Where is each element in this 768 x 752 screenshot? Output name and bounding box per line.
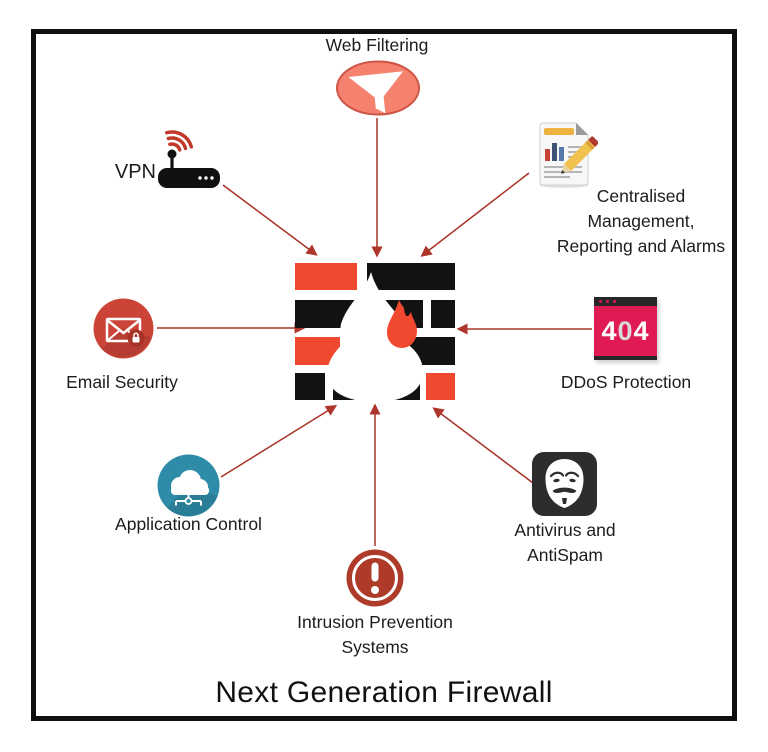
envelope-lock-icon bbox=[93, 298, 154, 359]
arrow-antivirus-antispam bbox=[432, 407, 534, 484]
pencil-icon bbox=[561, 136, 598, 174]
alert-exclamation-icon bbox=[346, 549, 404, 607]
flame bbox=[327, 272, 423, 402]
ddos-protection-label: DDoS Protection bbox=[560, 372, 692, 392]
cloud-network-icon bbox=[157, 454, 220, 517]
arrow-vpn bbox=[222, 184, 318, 256]
router-wifi-icon bbox=[158, 130, 220, 188]
anonymous-mask-icon bbox=[532, 452, 597, 516]
funnel-icon bbox=[336, 60, 420, 116]
centralised-management-label: Centralised Management, Reporting and Al… bbox=[556, 186, 726, 256]
wifi-signal-icon bbox=[165, 130, 194, 152]
intrusion-prevention-label: Intrusion Prevention Systems bbox=[297, 612, 453, 657]
inner-flame bbox=[387, 300, 417, 348]
antivirus-antispam-label: Antivirus and AntiSpam bbox=[514, 520, 616, 565]
web-filtering-label: Web Filtering bbox=[325, 35, 429, 55]
report-pencil-icon bbox=[539, 122, 598, 188]
window-statusbar bbox=[594, 356, 657, 360]
page-title: Next Generation Firewall bbox=[215, 676, 553, 709]
error-404-window-icon: 4 0 4 bbox=[594, 297, 657, 360]
vpn-label: VPN bbox=[114, 161, 156, 183]
window-dot bbox=[613, 300, 616, 303]
arrow-application-control bbox=[220, 404, 338, 478]
firewall-brick-flame-icon bbox=[295, 263, 455, 402]
error-404-text: 4 0 4 bbox=[594, 306, 657, 356]
window-titlebar bbox=[594, 297, 657, 306]
window-dot bbox=[606, 300, 609, 303]
email-security-label: Email Security bbox=[66, 372, 178, 392]
arrow-centralised-management bbox=[420, 172, 530, 257]
application-control-label: Application Control bbox=[115, 514, 262, 534]
border-frame bbox=[31, 29, 737, 721]
window-dot bbox=[599, 300, 602, 303]
